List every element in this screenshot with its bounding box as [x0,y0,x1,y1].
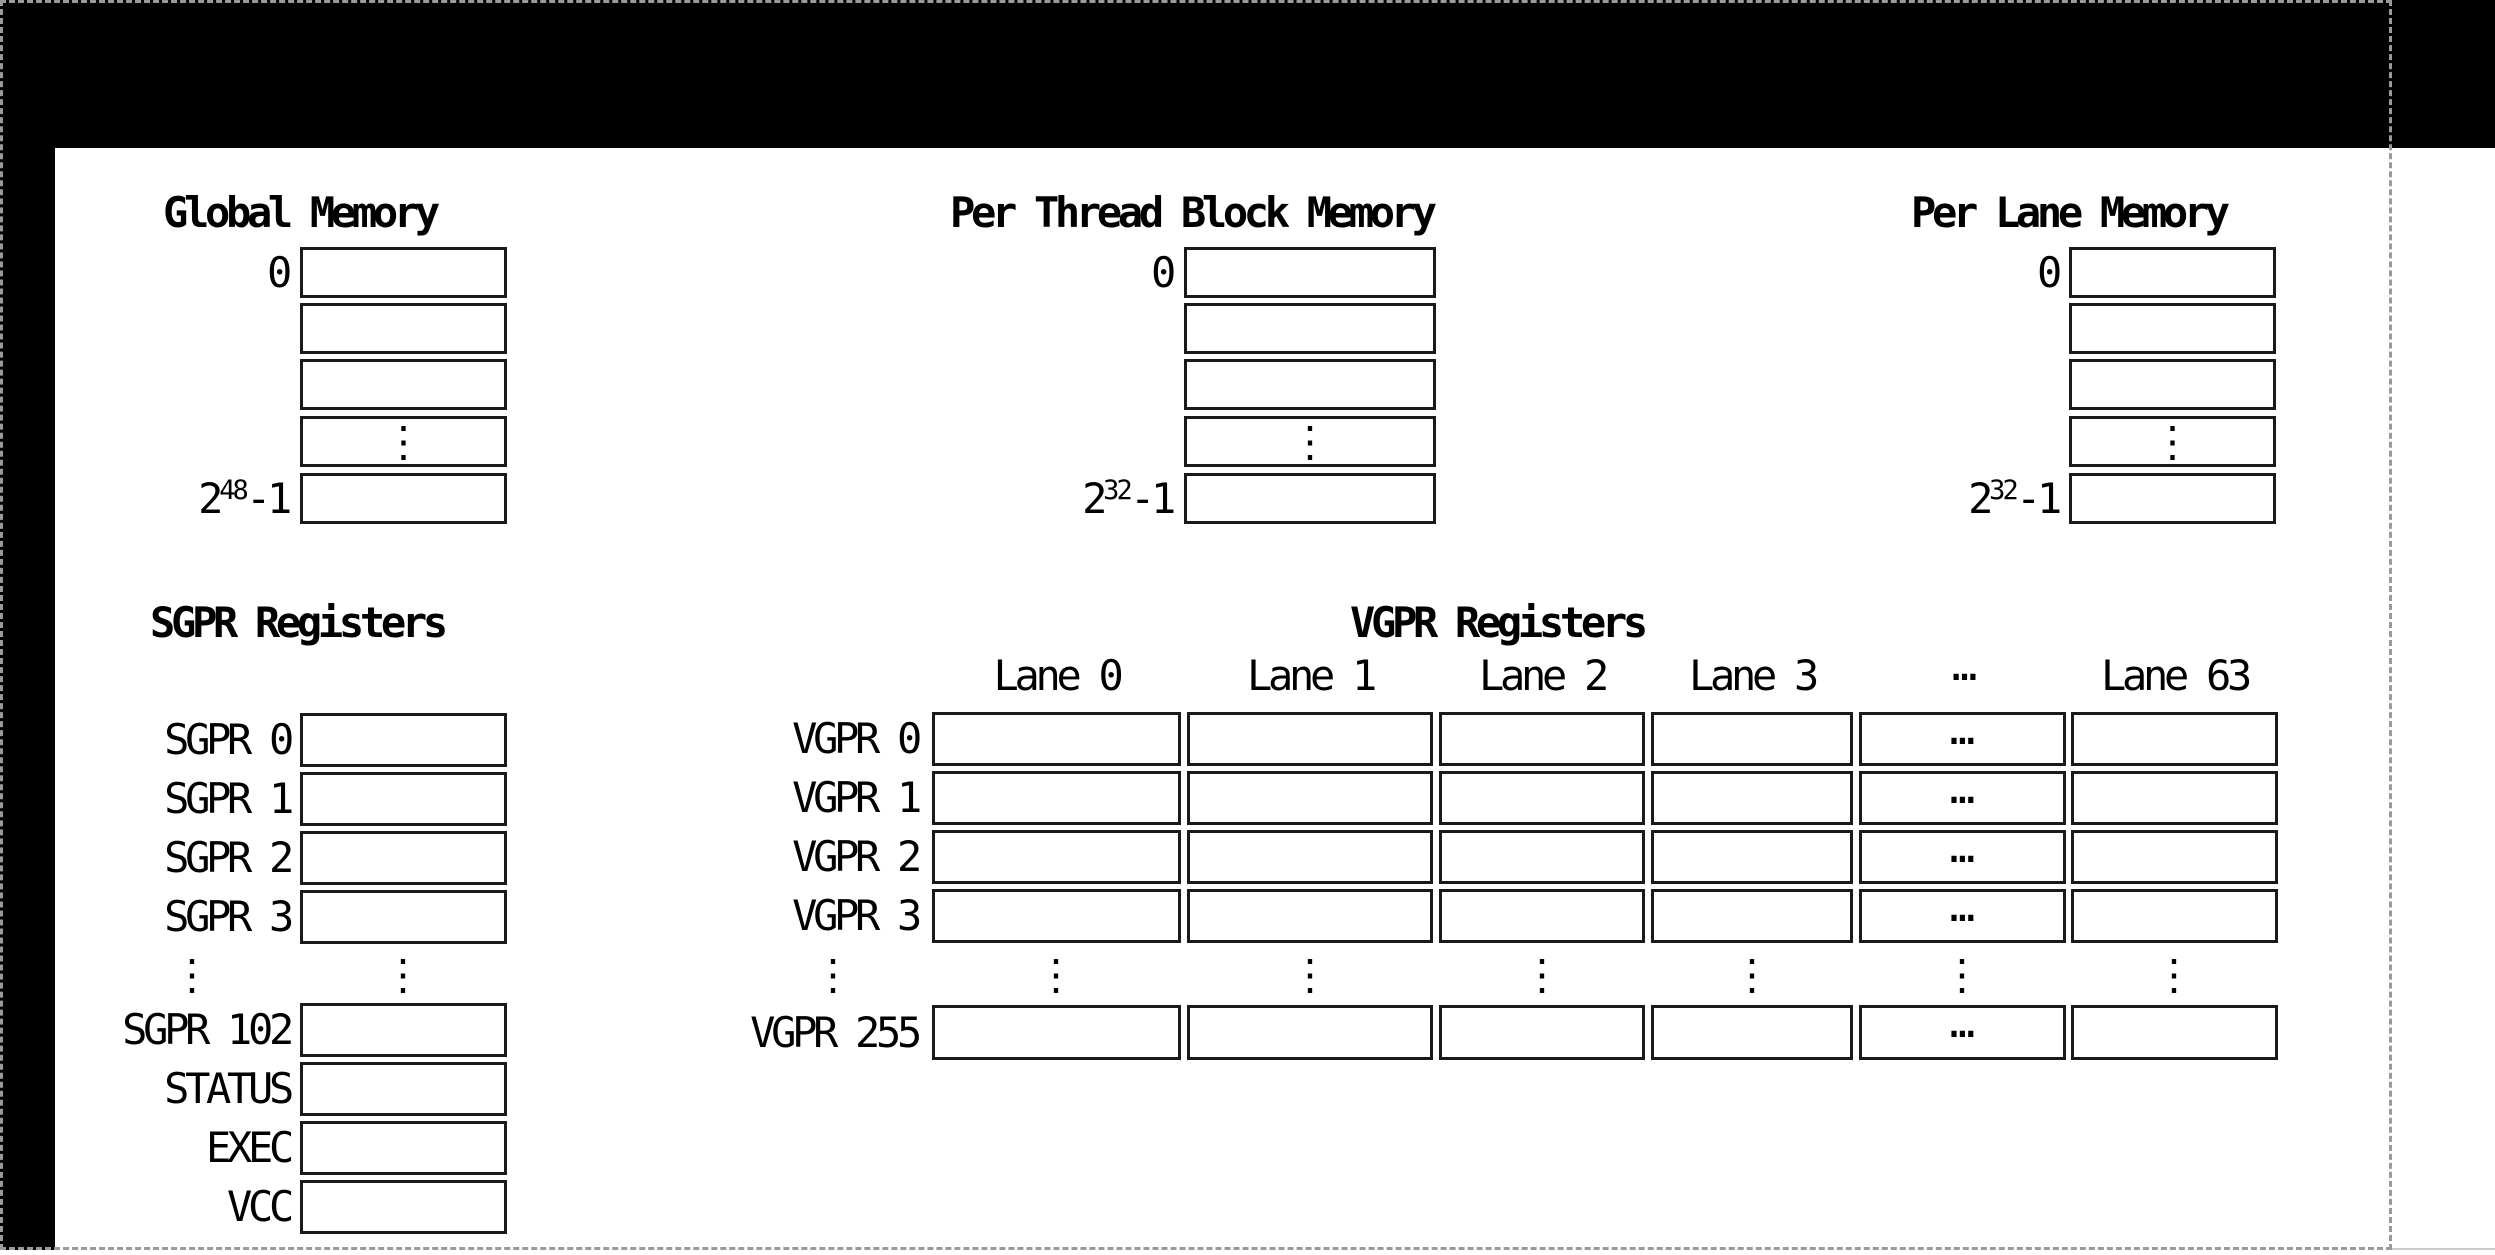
vgpr-cell [932,830,1181,884]
vgpr-lane-header: Lane 63 [2101,651,2252,700]
vgpr-cell [2071,1005,2278,1060]
vgpr-cell [932,1005,1181,1060]
per-thread-block-memory-bottom-address-label: 232-1 [1082,474,1176,523]
sgpr-cell [300,1121,507,1175]
vgpr-vertical-ellipsis: ⋮ [1521,950,1563,999]
sgpr-cell [300,890,507,944]
vgpr-cell: ⋯ [1859,889,2066,943]
sgpr-row-label: VCC [227,1182,294,1231]
vgpr-vertical-ellipsis: ⋮ [1289,950,1331,999]
vgpr-cell [1651,1005,1853,1060]
per-lane-memory-cell [2069,359,2276,410]
per-lane-memory-cell [2069,247,2276,298]
vgpr-vertical-ellipsis: ⋮ [2153,950,2195,999]
vgpr-cell [932,771,1181,825]
per-thread-block-memory-cell [1184,303,1436,354]
sgpr-registers-title: SGPR Registers [150,598,448,647]
vgpr-cell [1651,771,1853,825]
per-lane-memory-cell [2069,303,2276,354]
per-thread-block-memory-top-address-label: 0 [1151,248,1176,297]
vgpr-registers-title: VGPR Registers [1350,598,1648,647]
vgpr-cell [2071,889,2278,943]
per-thread-block-memory-cell: ⋮ [1184,416,1436,467]
per-thread-block-memory-cell [1184,473,1436,524]
vgpr-cell [1187,830,1433,884]
vgpr-vertical-ellipsis: ⋮ [1941,950,1983,999]
sgpr-row-label: SGPR 1 [164,774,294,823]
global-memory-exponent: 48 [219,475,249,506]
global-memory-cell [300,247,507,298]
sgpr-row-label: SGPR 2 [164,833,294,882]
vgpr-row-label: VGPR 1 [792,773,922,822]
global-memory-cell [300,303,507,354]
vgpr-cell: ⋯ [1859,1005,2066,1060]
per-thread-block-memory-exponent: 32 [1103,475,1133,506]
vgpr-cell: ⋯ [1859,712,2066,766]
vgpr-cell [2071,712,2278,766]
per-lane-memory-title: Per Lane Memory [1911,188,2230,237]
vgpr-vertical-ellipsis: ⋮ [1035,950,1077,999]
vgpr-row-label: VGPR 3 [792,891,922,940]
sgpr-row-label: STATUS [164,1064,294,1113]
left-black-bar [0,0,55,1250]
vgpr-lane-header: Lane 0 [993,651,1124,700]
sgpr-vertical-ellipsis: ⋮ [382,950,424,999]
global-memory-bottom-address-label: 248-1 [198,474,292,523]
vgpr-cell [1439,771,1645,825]
global-memory-cell: ⋮ [300,416,507,467]
sgpr-cell [300,831,507,885]
global-memory-top-address-label: 0 [267,248,292,297]
vgpr-vertical-ellipsis: ⋮ [1731,950,1773,999]
sgpr-row-label: SGPR 0 [164,715,294,764]
sgpr-cell [300,713,507,767]
vgpr-row-label: VGPR 0 [792,714,922,763]
vgpr-cell [932,712,1181,766]
vgpr-row-label: VGPR 2 [792,832,922,881]
sgpr-row-label: EXEC [206,1123,294,1172]
sgpr-cell [300,1062,507,1116]
vgpr-cell: ⋯ [1859,830,2066,884]
sgpr-cell [300,772,507,826]
vgpr-cell [1187,889,1433,943]
vgpr-cell [1439,889,1645,943]
vgpr-lane-header: Lane 1 [1247,651,1377,700]
per-lane-memory-exponent: 32 [1989,475,2019,506]
vgpr-lane-header: Lane 2 [1479,651,1609,700]
vgpr-cell [1187,1005,1433,1060]
sgpr-cell [300,1003,507,1057]
sgpr-vertical-ellipsis: ⋮ [171,950,213,999]
vgpr-cell [1439,1005,1645,1060]
vgpr-cell [1439,712,1645,766]
top-black-bar [0,0,2495,148]
vgpr-vertical-ellipsis: ⋮ [812,950,854,999]
vgpr-row-label: VGPR 255 [750,1008,922,1057]
global-memory-cell [300,359,507,410]
per-lane-memory-top-address-label: 0 [2037,248,2062,297]
vgpr-cell [1651,889,1853,943]
vgpr-cell [1187,712,1433,766]
vgpr-cell: ⋯ [1859,771,2066,825]
vgpr-lane-header: Lane 3 [1689,651,1819,700]
sgpr-row-label: SGPR 3 [164,892,294,941]
bottom-edge-line [2392,1248,2495,1250]
vgpr-cell [2071,771,2278,825]
vgpr-lane-header: ⋯ [1952,651,1977,700]
sgpr-row-label: SGPR 102 [122,1005,294,1054]
per-lane-memory-cell [2069,473,2276,524]
per-lane-memory-cell: ⋮ [2069,416,2276,467]
sgpr-cell [300,1180,507,1234]
per-thread-block-memory-cell [1184,359,1436,410]
vgpr-cell [1439,830,1645,884]
vgpr-cell [2071,830,2278,884]
vgpr-cell [932,889,1181,943]
vgpr-cell [1651,830,1853,884]
global-memory-title: Global Memory [163,188,440,237]
global-memory-cell [300,473,507,524]
vgpr-cell [1651,712,1853,766]
per-thread-block-memory-cell [1184,247,1436,298]
vgpr-cell [1187,771,1433,825]
per-lane-memory-bottom-address-label: 232-1 [1968,474,2062,523]
per-thread-block-memory-title: Per Thread Block Memory [950,188,1437,237]
